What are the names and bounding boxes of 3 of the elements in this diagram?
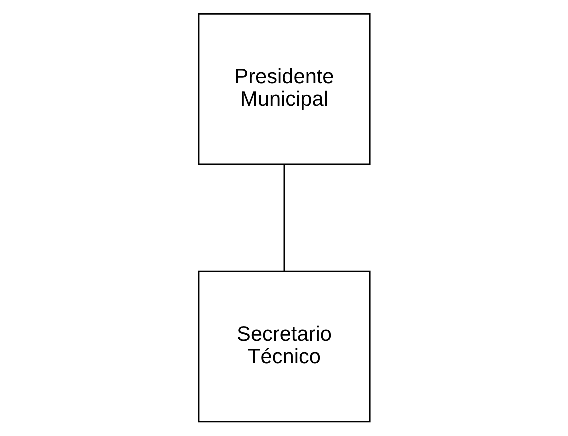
node-box: Presidente Municipal xyxy=(198,13,370,166)
node-box: Secretario Técnico xyxy=(198,270,370,423)
connector xyxy=(283,164,285,272)
